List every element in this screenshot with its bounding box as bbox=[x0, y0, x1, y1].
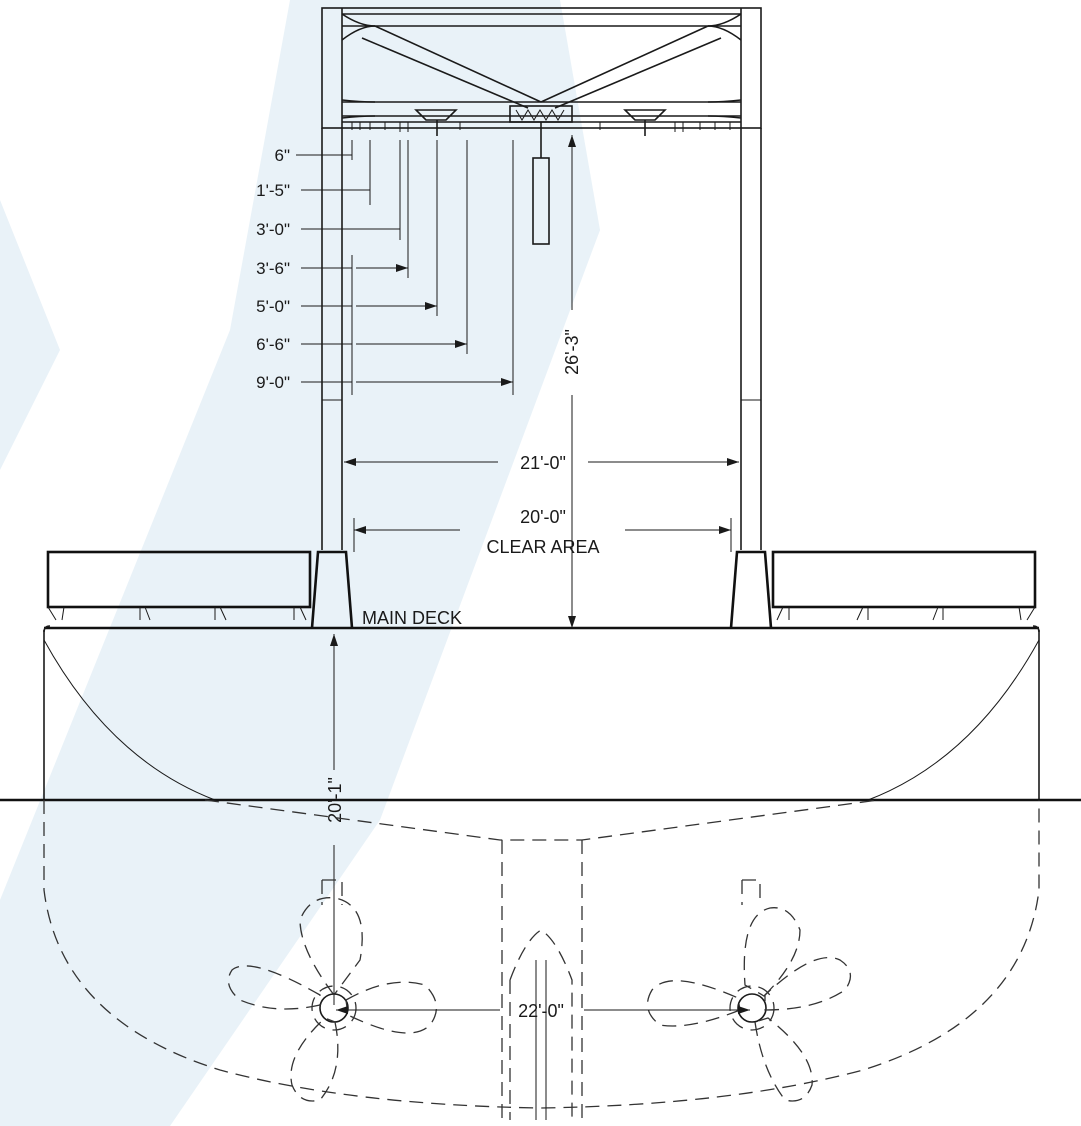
port-bulwark bbox=[46, 550, 312, 621]
offset-label-5: 5'-0" bbox=[256, 297, 290, 316]
port-propeller bbox=[227, 879, 437, 1102]
offset-label-7: 9'-0" bbox=[256, 373, 290, 392]
offset-label-2: 1'-5" bbox=[256, 181, 290, 200]
depth-dimension: 20'-1" bbox=[325, 634, 345, 1005]
clear-width-dimension: 20'-0" CLEAR AREA bbox=[353, 507, 732, 557]
main-deck-label: MAIN DECK bbox=[362, 608, 462, 628]
hoist-offset-dimensions bbox=[296, 140, 514, 395]
frame-width-label: 21'-0" bbox=[520, 453, 566, 473]
starboard-bulwark bbox=[771, 550, 1037, 621]
hoist-offset-labels: 6" 1'-5" 3'-0" 3'-6" 5'-0" 6'-6" 9'-0" bbox=[256, 146, 290, 392]
hoist-rail bbox=[342, 105, 741, 245]
depth-label: 20'-1" bbox=[325, 777, 345, 823]
offset-label-3: 3'-0" bbox=[256, 220, 290, 239]
frame-width-dimension: 21'-0" bbox=[344, 453, 739, 473]
propeller-spacing-dimension: 22'-0" bbox=[336, 1001, 750, 1021]
clear-area-label: CLEAR AREA bbox=[486, 537, 599, 557]
offset-label-4: 3'-6" bbox=[256, 259, 290, 278]
gantry-frame bbox=[310, 7, 773, 629]
offset-label-1: 6" bbox=[275, 146, 291, 165]
offset-label-6: 6'-6" bbox=[256, 335, 290, 354]
starboard-propeller bbox=[646, 879, 852, 1102]
lift-height-dimension: 26'-3" bbox=[560, 127, 584, 628]
hull: MAIN DECK bbox=[43, 608, 1040, 801]
propeller-spacing-label: 22'-0" bbox=[518, 1001, 564, 1021]
hoist-block bbox=[532, 157, 550, 245]
underwater-hull bbox=[43, 799, 1040, 1120]
lift-height-label: 26'-3" bbox=[562, 329, 582, 375]
watermark-background bbox=[0, 0, 600, 1126]
clear-width-label: 20'-0" bbox=[520, 507, 566, 527]
